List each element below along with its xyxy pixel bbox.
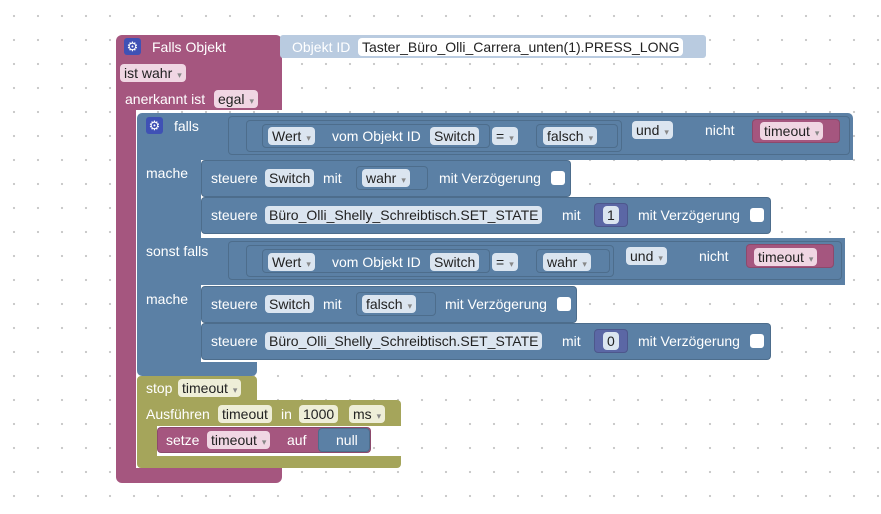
- delay-checkbox[interactable]: [551, 171, 565, 185]
- do-label-1: mache: [146, 165, 189, 181]
- ist-dropdown[interactable]: ist wahr: [120, 64, 186, 82]
- steuere-label: steuere: [211, 333, 258, 349]
- object-id-field[interactable]: Taster_Büro_Olli_Carrera_unten(1).PRESS_…: [358, 38, 684, 56]
- bool-dropdown[interactable]: falsch: [543, 127, 598, 145]
- setze-variable-dropdown[interactable]: timeout: [207, 431, 271, 449]
- object-field[interactable]: Switch: [430, 127, 480, 145]
- bool-dropdown[interactable]: wahr: [543, 253, 591, 271]
- vom-objekt-label: vom Objekt ID: [332, 254, 421, 270]
- number-field[interactable]: 0: [603, 332, 619, 350]
- variable-dropdown[interactable]: timeout: [760, 122, 824, 140]
- delay-label: mit Verzögerung: [439, 170, 541, 186]
- if-spine-1: [137, 158, 201, 242]
- mit-label: mit: [323, 296, 342, 312]
- ms-unit-dropdown[interactable]: ms: [349, 405, 386, 423]
- delay-checkbox[interactable]: [750, 334, 764, 348]
- stop-label: stop: [146, 380, 173, 396]
- auf-label: auf: [287, 432, 307, 448]
- stop-variable-dropdown[interactable]: timeout: [178, 379, 242, 397]
- delay-label: mit Verzögerung: [638, 333, 740, 349]
- bool-dropdown[interactable]: wahr: [362, 169, 410, 187]
- not-label: nicht: [705, 122, 735, 138]
- if-spine-2: [137, 283, 201, 365]
- do-label-2: mache: [146, 291, 189, 307]
- delay-checkbox[interactable]: [750, 208, 764, 222]
- run-variable-field[interactable]: timeout: [218, 405, 272, 423]
- if-label: falls: [174, 118, 199, 134]
- in-label: in: [281, 406, 292, 422]
- steuere-label: steuere: [211, 296, 258, 312]
- object-field[interactable]: Büro_Olli_Shelly_Schreibtisch.SET_STATE: [265, 206, 543, 224]
- object-field[interactable]: Switch: [430, 253, 480, 271]
- elseif-label: sonst falls: [146, 243, 209, 259]
- operator-dropdown[interactable]: =: [492, 127, 518, 145]
- steuere-label: steuere: [211, 170, 258, 186]
- gear-icon[interactable]: ⚙: [124, 38, 141, 55]
- ms-value-field[interactable]: 1000: [299, 405, 339, 423]
- anerkannt-label: anerkannt ist: [125, 91, 206, 107]
- mit-label: mit: [562, 333, 581, 349]
- wert-dropdown[interactable]: Wert: [268, 127, 315, 145]
- setze-label: setze: [166, 432, 200, 448]
- on-object-spine: [116, 105, 136, 470]
- operator-dropdown[interactable]: =: [492, 253, 518, 271]
- not-label: nicht: [699, 248, 729, 264]
- wert-dropdown[interactable]: Wert: [268, 253, 315, 271]
- number-field[interactable]: 1: [603, 206, 619, 224]
- gear-icon[interactable]: ⚙: [146, 117, 163, 134]
- mit-label: mit: [323, 170, 342, 186]
- event-title: Falls Objekt: [152, 39, 226, 55]
- variable-dropdown[interactable]: timeout: [754, 248, 818, 266]
- run-after-spine: [137, 424, 157, 458]
- bool-dropdown[interactable]: falsch: [362, 295, 417, 313]
- delay-label: mit Verzögerung: [638, 207, 740, 223]
- steuere-label: steuere: [211, 207, 258, 223]
- mit-label: mit: [562, 207, 581, 223]
- null-block[interactable]: [318, 428, 370, 452]
- vom-objekt-label: vom Objekt ID: [332, 128, 421, 144]
- object-field[interactable]: Büro_Olli_Shelly_Schreibtisch.SET_STATE: [265, 332, 543, 350]
- null-label: null: [336, 432, 358, 448]
- object-field[interactable]: Switch: [265, 295, 315, 313]
- run-label: Ausführen: [146, 406, 210, 422]
- anerkannt-dropdown[interactable]: egal: [214, 90, 258, 108]
- delay-checkbox[interactable]: [557, 297, 571, 311]
- object-field[interactable]: Switch: [265, 169, 315, 187]
- object-id-label: Objekt ID: [292, 39, 351, 55]
- run-after-footer: [137, 456, 401, 468]
- and-dropdown[interactable]: und: [632, 121, 673, 139]
- delay-label: mit Verzögerung: [445, 296, 547, 312]
- on-object-footer: [116, 468, 282, 483]
- if-footer: [137, 362, 257, 376]
- and-dropdown[interactable]: und: [626, 247, 667, 265]
